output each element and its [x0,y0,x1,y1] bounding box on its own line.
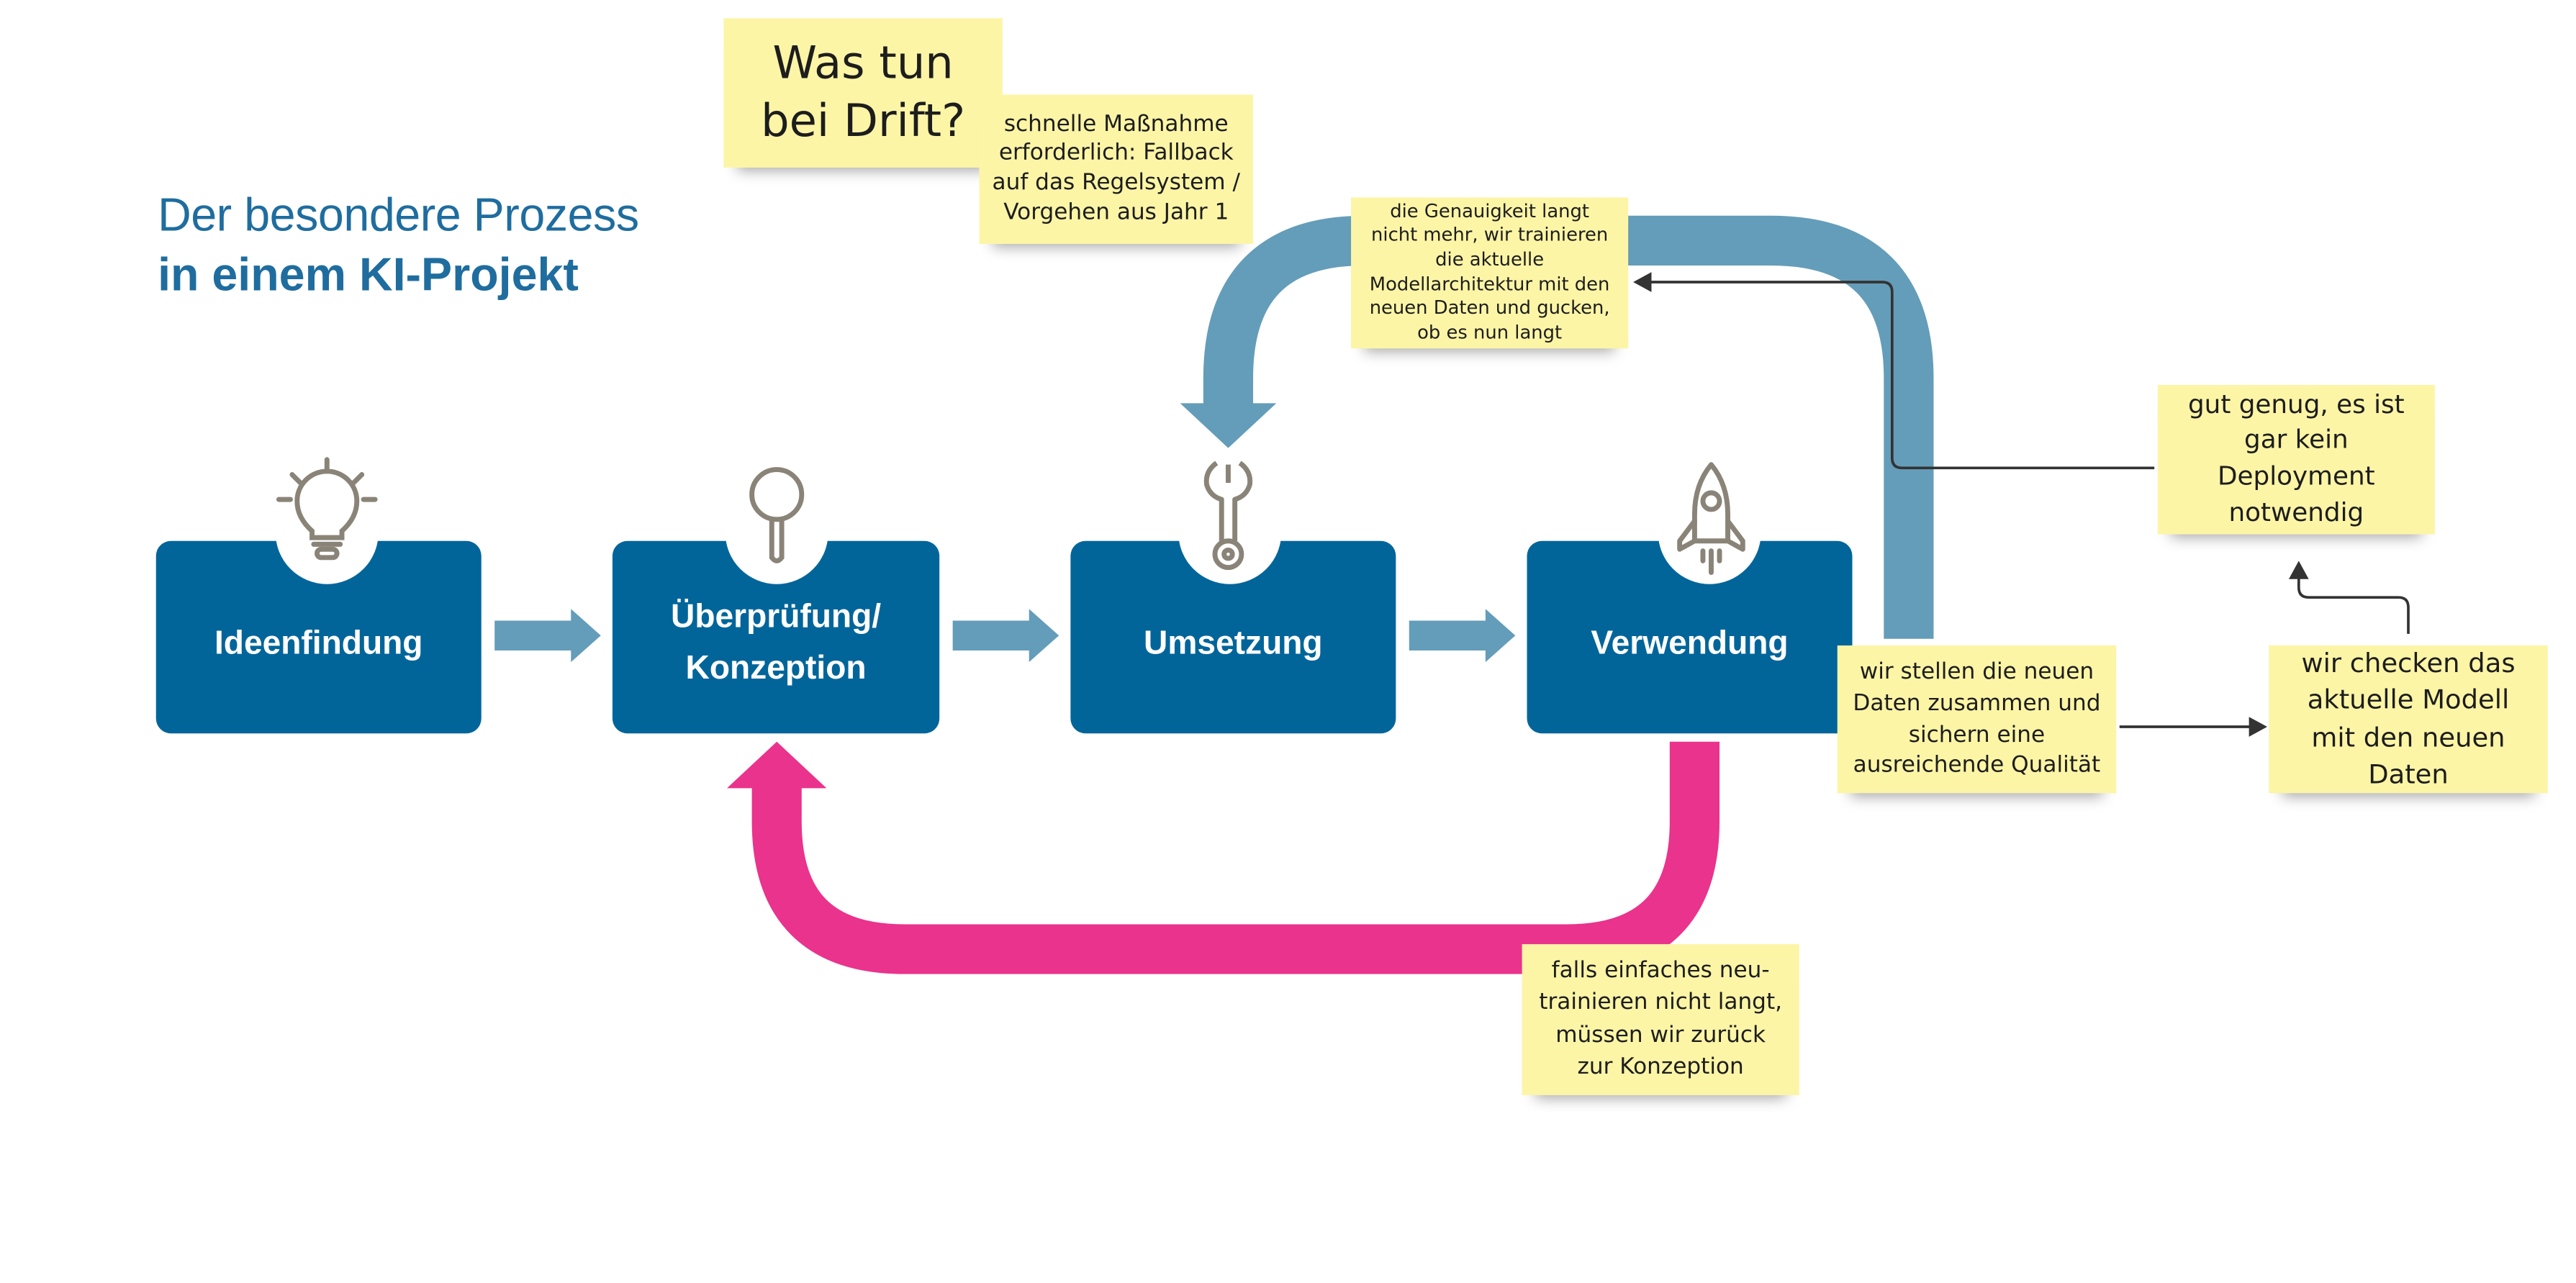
sticky-note-text: wir stellen die neuen Daten zusammen und… [1853,658,2101,779]
sticky-note-good-enough: gut genug, es ist gar kein Deployment no… [2157,384,2435,535]
sticky-note-text: die Genauigkeit langt nicht mehr, wir tr… [1369,200,1610,343]
icon-notch [725,481,828,584]
title-line-1: Der besondere Prozess [158,189,639,241]
retrain-loop-arrow-head [1180,403,1277,448]
sticky-note-text: falls einfaches neu-trainieren nicht lan… [1539,957,1783,1080]
sticky-note-retrain: die Genauigkeit langt nicht mehr, wir tr… [1351,197,1629,349]
concept-loop-arrow-head [727,741,827,789]
sticky-note-drift-question: Was tun bei Drift? [723,18,1003,168]
sticky-note-check-model: wir checken das aktuelle Modell mit den … [2269,645,2548,794]
stage-konzeption: Überprüfung/ Konzeption [612,540,940,734]
connector-good-enough-head [1633,272,1652,292]
rocket-icon [1677,462,1745,576]
stage-label-ideenfindung: Ideenfindung [214,625,423,661]
magnifier-icon [749,467,805,563]
sticky-note-collect-data: wir stellen die neuen Daten zusammen und… [1837,645,2117,794]
forward-arrow-1 [494,609,601,663]
sticky-note-fallback: schnelle Maßnahme erforderlich: Fallback… [979,94,1254,244]
sticky-note-text: Was tun bei Drift? [761,37,966,148]
connector-collect-check-head [2249,717,2267,737]
sticky-note-back-to-concept: falls einfaches neu-trainieren nicht lan… [1522,944,1799,1095]
lightbulb-icon [276,457,378,561]
connector-good-enough [1645,281,2155,470]
stage-label-umsetzung: Umsetzung [1144,625,1323,661]
title-line-2: in einem KI-Projekt [158,248,579,301]
wrench-icon [1203,461,1253,571]
sticky-note-text: schnelle Maßnahme erforderlich: Fallback… [992,111,1241,225]
sticky-note-text: wir checken das aktuelle Modell mit den … [2301,646,2516,790]
sticky-note-text: gut genug, es ist gar kein Deployment no… [2187,389,2405,527]
forward-arrow-2 [952,609,1059,663]
connector-check-good [2297,576,2410,634]
connector-check-good-head [2288,561,2309,579]
forward-arrow-3 [1409,609,1516,663]
concept-loop-arrow-body [751,741,1720,974]
stage-label-konzeption: Überprüfung/ Konzeption [671,599,882,687]
stage-label-verwendung: Verwendung [1591,625,1789,661]
